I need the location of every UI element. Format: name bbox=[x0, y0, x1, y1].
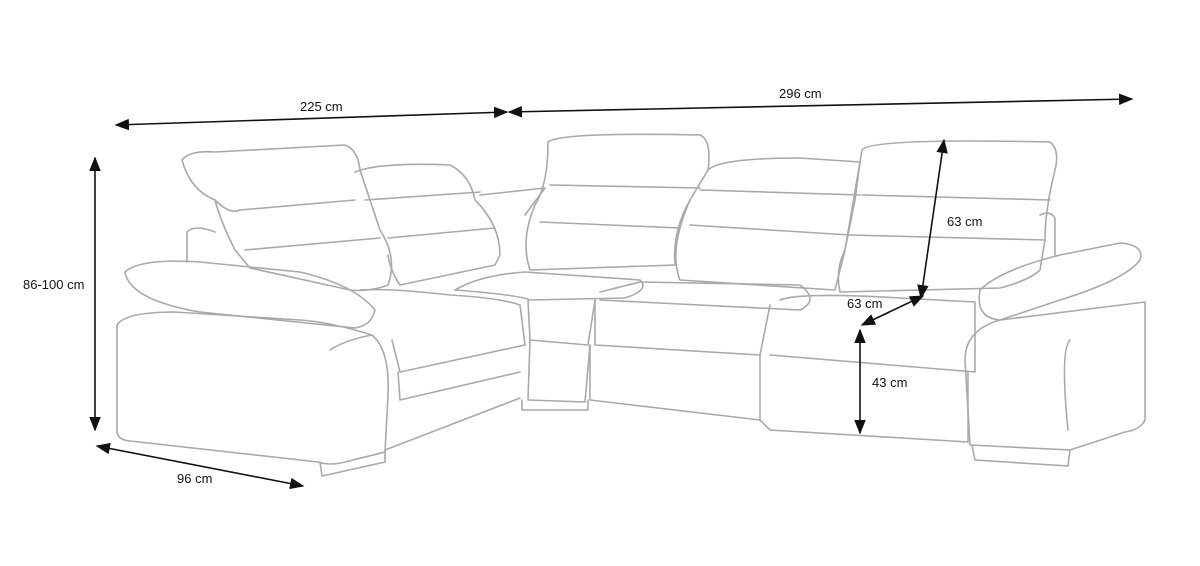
height-label: 86-100 cm bbox=[22, 277, 86, 292]
dimension-lines bbox=[89, 93, 1134, 490]
left-width-label: 225 cm bbox=[299, 99, 344, 114]
seat-height-label: 43 cm bbox=[872, 375, 908, 390]
depth-label: 96 cm bbox=[176, 471, 214, 486]
right-width-label: 296 cm bbox=[778, 86, 823, 101]
sofa-outline bbox=[116, 133, 1146, 477]
width-right-arrow bbox=[507, 93, 1134, 118]
backrest-height-label: 63 cm bbox=[947, 214, 983, 229]
width-left-arrow bbox=[114, 106, 509, 131]
depth-arrow bbox=[95, 442, 305, 490]
seat-depth-label: 63 cm bbox=[847, 296, 883, 311]
backrest-height-arrow bbox=[917, 138, 948, 300]
seat-depth-arrow bbox=[860, 295, 925, 326]
